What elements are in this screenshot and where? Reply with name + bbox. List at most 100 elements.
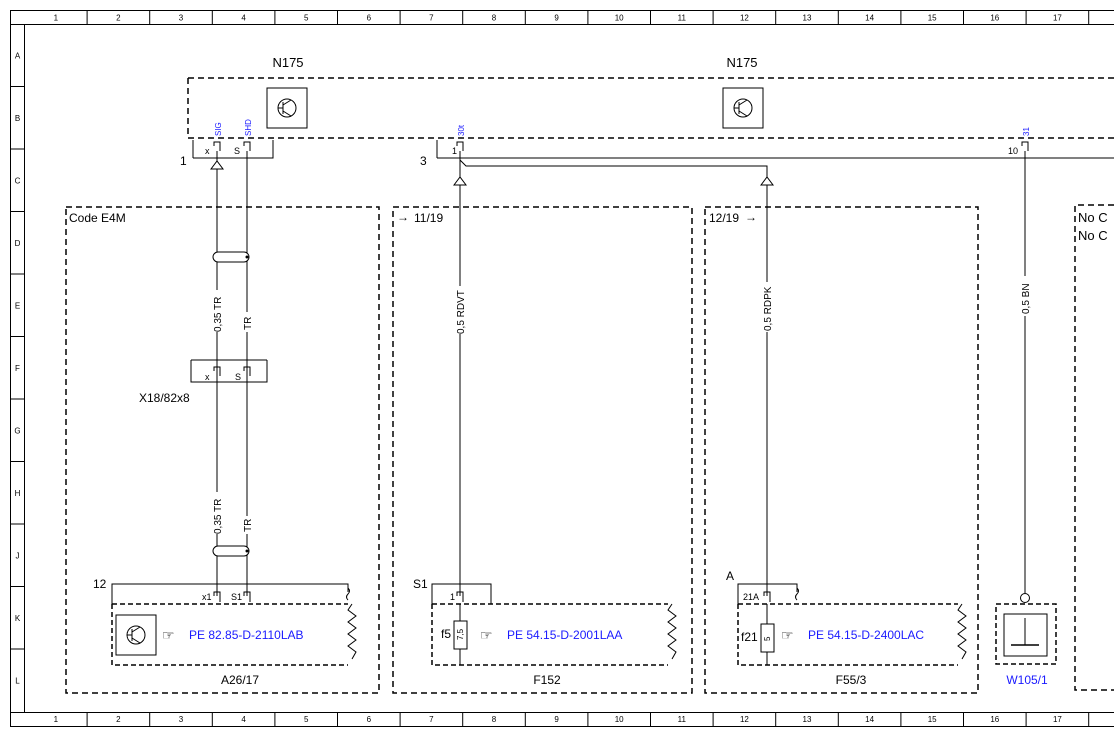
pin-21a-label: 21A bbox=[743, 592, 759, 602]
row-letter: B bbox=[15, 114, 20, 123]
transistor-icon bbox=[115, 614, 157, 656]
pin-sig-label: SIG bbox=[214, 122, 223, 136]
column-number: 6 bbox=[367, 14, 372, 23]
twisted-pair-icon bbox=[212, 545, 250, 557]
connector-3-number: 3 bbox=[420, 154, 427, 168]
code-e4m-label: Code E4M bbox=[69, 211, 126, 225]
box-12-19 bbox=[704, 206, 979, 694]
wire-label-4: TR bbox=[243, 519, 254, 532]
row-letter: A bbox=[15, 51, 21, 60]
break-icon bbox=[957, 603, 967, 660]
pin-shd-label: SHD bbox=[244, 119, 253, 136]
arrow-right-icon: → bbox=[397, 210, 409, 224]
x18-pin-x: x bbox=[205, 372, 210, 382]
pin-1-label-f152: 1 bbox=[450, 592, 455, 602]
wire-label-7: 0,5 BN bbox=[1021, 283, 1032, 314]
f21-value: 5 bbox=[763, 636, 772, 641]
column-number: 13 bbox=[803, 14, 812, 23]
column-number: 4 bbox=[241, 715, 246, 724]
row-letter: L bbox=[15, 676, 20, 685]
transistor-icon bbox=[266, 87, 308, 129]
pointing-hand-icon: ☞ bbox=[162, 627, 175, 643]
pin-31-label: 31 bbox=[1022, 127, 1031, 136]
n175-left-label: N175 bbox=[272, 55, 303, 70]
column-number: 2 bbox=[116, 14, 121, 23]
connector-1-number: 1 bbox=[180, 154, 187, 168]
connector-a-number: A bbox=[726, 569, 734, 583]
x18-label: X18/82x8 bbox=[139, 391, 190, 405]
pin-sig bbox=[213, 141, 221, 151]
connector-12-number: 12 bbox=[93, 577, 107, 591]
arrow-up-icon bbox=[760, 176, 774, 186]
w105-box bbox=[995, 603, 1057, 665]
connector-s1-number: S1 bbox=[413, 577, 428, 591]
x18-pin-s: S bbox=[235, 372, 241, 382]
connector-3-bracket bbox=[436, 140, 1114, 159]
transistor-icon bbox=[722, 87, 764, 129]
ground-icon bbox=[1003, 613, 1048, 657]
n175-right-label: N175 bbox=[726, 55, 757, 70]
column-number: 3 bbox=[179, 14, 184, 23]
column-number: 14 bbox=[865, 715, 874, 724]
f21-label: f21 bbox=[741, 630, 758, 644]
wire-branch bbox=[459, 159, 768, 178]
no-code-label-2: No C bbox=[1078, 228, 1108, 243]
column-number: 9 bbox=[554, 715, 559, 724]
fuse-icon bbox=[760, 623, 775, 653]
f55-box bbox=[737, 603, 958, 666]
column-number: 4 bbox=[241, 14, 246, 23]
column-number: 14 bbox=[865, 14, 874, 23]
code-e4m-box bbox=[65, 206, 380, 694]
f152-box bbox=[431, 603, 668, 666]
column-number: 17 bbox=[1053, 14, 1062, 23]
column-number: 7 bbox=[429, 715, 434, 724]
pin-30t bbox=[456, 141, 464, 151]
column-number: 15 bbox=[928, 715, 937, 724]
pin-shd bbox=[243, 141, 251, 151]
pin-31 bbox=[1021, 141, 1029, 151]
column-number: 10 bbox=[615, 715, 624, 724]
row-letter: H bbox=[15, 489, 21, 498]
column-number: 11 bbox=[678, 715, 687, 724]
row-letter: G bbox=[14, 426, 20, 435]
column-number: 12 bbox=[740, 14, 749, 23]
no-code-box bbox=[1074, 204, 1114, 691]
column-ruler: 1122334455667788991010111112121313141415… bbox=[54, 10, 1090, 726]
pin-s1-label: S1 bbox=[231, 592, 242, 602]
f152-reference-link[interactable]: PE 54.15-D-2001LAA bbox=[507, 628, 622, 642]
pin-30t-label: 30t bbox=[457, 124, 466, 136]
frame-outer bbox=[10, 10, 1114, 727]
column-number: 16 bbox=[990, 14, 999, 23]
wire-label-1: 0,35 TR bbox=[213, 297, 224, 332]
n175-box bbox=[187, 77, 1114, 139]
column-number: 1 bbox=[54, 14, 59, 23]
fuse-icon bbox=[453, 620, 468, 650]
pin-1-label: 1 bbox=[452, 146, 457, 156]
column-number: 2 bbox=[116, 715, 121, 724]
connector-12-bracket bbox=[111, 583, 349, 604]
pin-x-label: x bbox=[205, 146, 210, 156]
arrow-up-icon bbox=[210, 160, 224, 170]
break-icon bbox=[667, 603, 677, 660]
pointing-hand-icon: ☞ bbox=[480, 627, 493, 643]
pin-s-label: S bbox=[234, 146, 240, 156]
row-letter: K bbox=[15, 614, 21, 623]
f55-reference-link[interactable]: PE 54.15-D-2400LAC bbox=[808, 628, 924, 642]
column-number: 15 bbox=[928, 14, 937, 23]
a26-reference-link[interactable]: PE 82.85-D-2110LAB bbox=[189, 628, 304, 642]
column-number: 5 bbox=[304, 14, 309, 23]
break-icon bbox=[347, 603, 357, 660]
wire-label-6: 0,5 RDPK bbox=[763, 286, 774, 331]
row-letter: E bbox=[15, 301, 20, 310]
row-letter: F bbox=[15, 364, 20, 373]
column-number: 9 bbox=[554, 14, 559, 23]
f55-label: F55/3 bbox=[836, 673, 867, 687]
row-letter: J bbox=[16, 551, 20, 560]
w105-label[interactable]: W105/1 bbox=[1006, 673, 1048, 687]
wire-label-3: 0,35 TR bbox=[213, 499, 224, 534]
pin-10-label: 10 bbox=[1008, 146, 1018, 156]
column-number: 10 bbox=[615, 14, 624, 23]
ref-11-19: 11/19 bbox=[414, 211, 443, 225]
